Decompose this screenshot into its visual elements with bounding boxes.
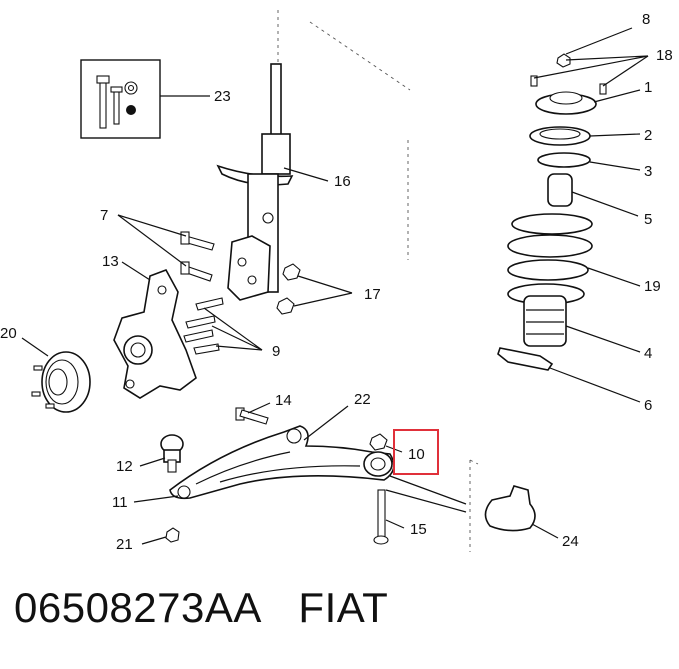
nut-10 [369, 433, 403, 453]
brand-name: FIAT [298, 584, 389, 631]
hub-bearing [21, 337, 91, 413]
callout-2: 2 [644, 127, 652, 144]
bushing-24 [484, 485, 559, 539]
bolts-9 [183, 297, 263, 355]
nuts-17 [276, 263, 353, 315]
callout-7: 7 [100, 207, 108, 224]
bolt-15 [373, 475, 467, 545]
callout-24: 24 [562, 533, 579, 550]
callout-22: 22 [354, 391, 371, 408]
callout-12: 12 [116, 458, 133, 475]
part-number: 06508273AA [14, 584, 262, 631]
ball-joint [139, 434, 184, 473]
callout-17: 17 [364, 286, 381, 303]
callout-18: 18 [656, 47, 673, 64]
highlight-box [393, 429, 439, 475]
footer: 06508273AA FIAT [14, 584, 388, 632]
bolt-14 [235, 402, 271, 425]
nut-21 [141, 527, 180, 545]
callout-20: 20 [0, 325, 17, 342]
bolts-7 [117, 214, 215, 282]
callout-19: 19 [644, 278, 661, 295]
spring-stack [497, 27, 649, 403]
callout-16: 16 [334, 173, 351, 190]
callout-9: 9 [272, 343, 280, 360]
callout-10: 10 [408, 446, 425, 463]
callout-4: 4 [644, 345, 652, 362]
callout-23: 23 [214, 88, 231, 105]
alignment-guides [277, 10, 479, 552]
callout-5: 5 [644, 211, 652, 228]
callout-21: 21 [116, 536, 133, 553]
callout-labels: 1 2 3 4 5 6 7 8 9 10 11 12 13 14 15 16 1… [0, 11, 673, 553]
callout-8: 8 [642, 11, 650, 28]
bolt-kit-inset [80, 59, 210, 139]
callout-15: 15 [410, 521, 427, 538]
callout-3: 3 [644, 163, 652, 180]
callout-14: 14 [275, 392, 292, 409]
callout-13: 13 [102, 253, 119, 270]
callout-11: 11 [112, 494, 128, 511]
callout-1: 1 [644, 79, 652, 96]
lower-control-arm [133, 405, 395, 503]
strut-assembly [216, 63, 329, 301]
callout-6: 6 [644, 397, 652, 414]
steering-knuckle [113, 261, 197, 399]
